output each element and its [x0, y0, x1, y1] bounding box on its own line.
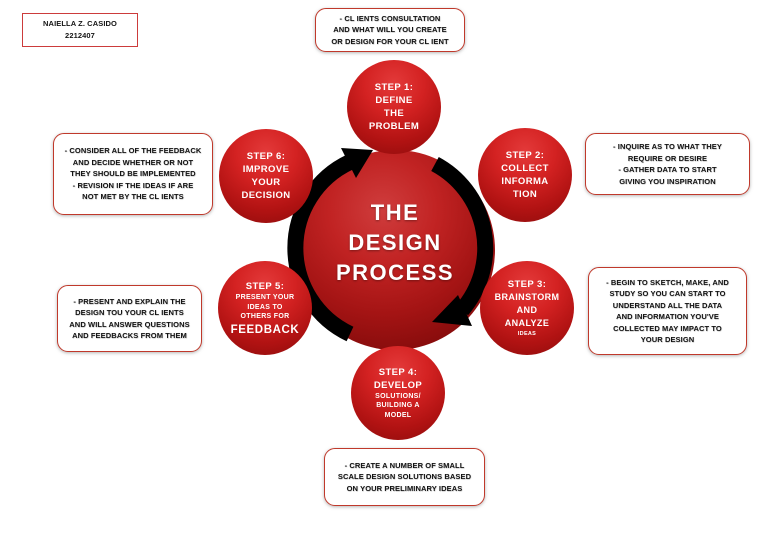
- step-6-text: IMPROVE YOUR DECISION: [241, 164, 291, 201]
- step-1-text: DEFINE THE PROBLEM: [368, 95, 420, 132]
- step-4-title: STEP 4:: [378, 366, 418, 378]
- callout-step-4-text: - CREATE A NUMBER OF SMALL SCALE DESIGN …: [337, 460, 472, 493]
- callout-step-6: - CONSIDER ALL OF THE FEEDBACK AND DECID…: [53, 133, 213, 215]
- step-6-circle: STEP 6: IMPROVE YOUR DECISION: [219, 129, 313, 223]
- step-1-title: STEP 1:: [374, 82, 414, 93]
- callout-step-3-text: - BEGIN TO SKETCH, MAKE, AND STUDY SO YO…: [606, 277, 729, 345]
- step-5-highlight: FEEDBACK: [230, 323, 300, 336]
- callout-step-3: - BEGIN TO SKETCH, MAKE, AND STUDY SO YO…: [588, 267, 747, 355]
- step-1-circle: STEP 1: DEFINE THE PROBLEM: [347, 60, 441, 154]
- callout-step-5-text: - PRESENT AND EXPLAIN THE DESIGN TOU YOU…: [69, 296, 190, 341]
- step-3-circle: STEP 3: BRAINSTORM AND ANALYZE IDEAS: [480, 261, 574, 355]
- callout-step-5: - PRESENT AND EXPLAIN THE DESIGN TOU YOU…: [57, 285, 202, 352]
- step-5-title: STEP 5:: [245, 281, 285, 293]
- center-circle: THE DESIGN PROCESS: [295, 150, 495, 350]
- callout-step-2-text: - INQUIRE AS TO WHAT THEY REQUIRE OR DES…: [612, 142, 723, 186]
- callout-step-1: - CL IENTS CONSULTATION AND WHAT WILL YO…: [315, 8, 465, 52]
- step-2-text: COLLECT INFORMA TION: [501, 163, 549, 200]
- step-6-title: STEP 6:: [246, 151, 286, 162]
- step-3-title: STEP 3:: [507, 279, 547, 290]
- step-5-circle: STEP 5: PRESENT YOUR IDEAS TO OTHERS FOR…: [218, 261, 312, 355]
- step-2-title: STEP 2:: [505, 150, 545, 161]
- name-card-text: NAIELLA Z. CASIDO 2212407: [43, 19, 117, 40]
- step-4-text: DEVELOP: [373, 379, 423, 391]
- center-title: THE DESIGN PROCESS: [335, 200, 455, 285]
- step-4-subtext: SOLUTIONS/ BUILDING A MODEL: [375, 392, 421, 419]
- step-2-circle: STEP 2: COLLECT INFORMA TION: [478, 128, 572, 222]
- callout-step-2: - INQUIRE AS TO WHAT THEY REQUIRE OR DES…: [585, 133, 750, 195]
- step-4-circle: STEP 4: DEVELOP SOLUTIONS/ BUILDING A MO…: [351, 346, 445, 440]
- callout-step-4: - CREATE A NUMBER OF SMALL SCALE DESIGN …: [324, 448, 485, 506]
- callout-step-6-text: - CONSIDER ALL OF THE FEEDBACK AND DECID…: [64, 146, 202, 202]
- step-3-subtext: IDEAS: [517, 331, 537, 337]
- callout-step-1-text: - CL IENTS CONSULTATION AND WHAT WILL YO…: [331, 13, 449, 46]
- step-5-subtext: PRESENT YOUR IDEAS TO OTHERS FOR: [235, 294, 295, 321]
- name-card: NAIELLA Z. CASIDO 2212407: [22, 13, 138, 47]
- step-3-text: BRAINSTORM AND ANALYZE: [494, 292, 560, 328]
